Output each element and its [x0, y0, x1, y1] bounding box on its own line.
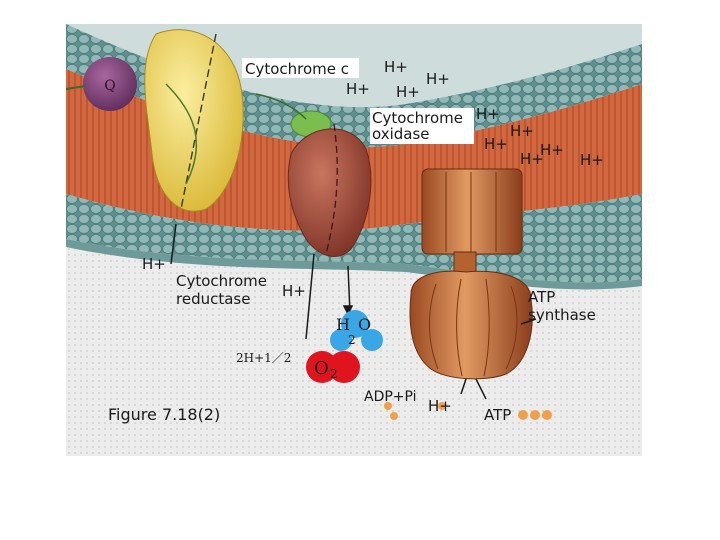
h-plus: H+	[384, 58, 408, 76]
cytochrome-reductase-protein	[144, 29, 244, 212]
atp-synthase-label-2: synthase	[528, 306, 596, 324]
flow-arrows	[170, 223, 537, 400]
half-oxygen-label: 2H+1／2	[236, 351, 291, 365]
svg-text:O: O	[314, 358, 329, 379]
adp-pi-label: ADP+Pi	[364, 389, 417, 405]
h-plus: H+	[282, 282, 306, 300]
svg-text:2: 2	[348, 333, 356, 347]
h-plus: H+	[428, 397, 452, 415]
adp-dots	[384, 402, 446, 420]
cytochrome-reductase-label-1: Cytochrome	[176, 272, 267, 290]
water-molecule: H 2 O	[330, 310, 383, 351]
proton-labels: H+ H+ H+ H+ H+ H+ H+ H+ H+ H+ H+ H+ H+	[142, 58, 604, 415]
atp-dots	[518, 410, 552, 420]
h-plus: H+	[396, 83, 420, 101]
h-plus: H+	[510, 122, 534, 140]
figure-caption: Figure 7.18(2)	[108, 405, 220, 424]
svg-text:Q: Q	[104, 78, 115, 94]
h-plus: H+	[426, 70, 450, 88]
oxygen-molecule: O 2	[306, 351, 360, 383]
svg-text:2: 2	[330, 367, 338, 381]
cytochrome-reductase-label-2: reductase	[176, 290, 250, 308]
cytochrome-oxidase-protein	[287, 123, 372, 257]
ubiquinone-q: Q	[66, 57, 137, 111]
atp-label: ATP	[484, 406, 511, 424]
h-plus: H+	[540, 141, 564, 159]
h-plus: H+	[580, 151, 604, 169]
h-plus: H+	[142, 255, 166, 273]
h-plus: H+	[476, 105, 500, 123]
h-plus: H+	[484, 135, 508, 153]
atp-synthase-protein	[409, 168, 533, 380]
etc-diagram: Q	[66, 24, 642, 456]
cytochrome-c-label: Cytochrome c	[245, 60, 349, 78]
h-plus: H+	[346, 80, 370, 98]
atp-synthase-label-1: ATP	[528, 288, 555, 306]
h-plus: H+	[520, 150, 544, 168]
cytochrome-oxidase-label-1: Cytochrome	[372, 109, 463, 127]
cytochrome-oxidase-label-2: oxidase	[372, 125, 430, 143]
svg-text:O: O	[358, 315, 371, 334]
svg-text:H: H	[336, 315, 350, 334]
